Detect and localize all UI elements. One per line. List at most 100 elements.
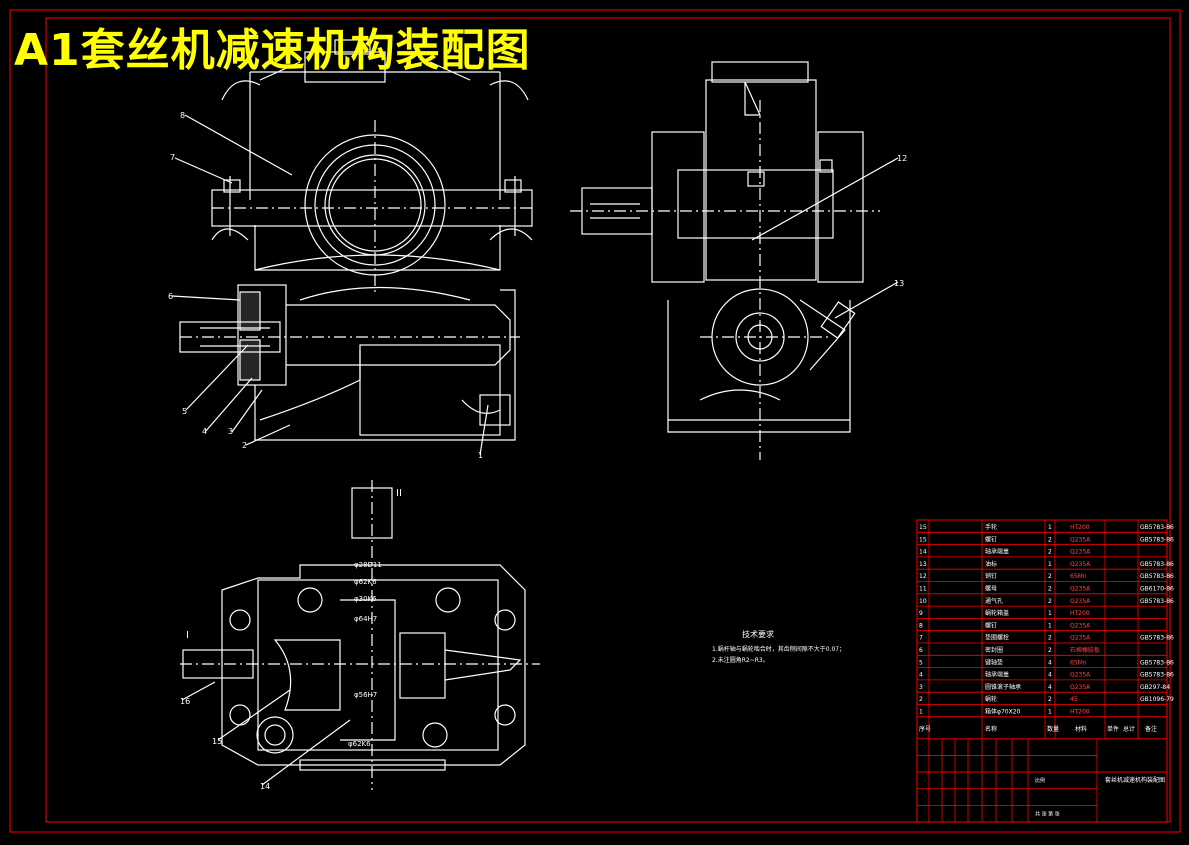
bom-cell: 12 bbox=[919, 573, 927, 580]
leader-number: 2 bbox=[242, 441, 247, 450]
bom-cell: Q235A bbox=[1070, 622, 1091, 629]
leader-number: 13 bbox=[894, 279, 904, 288]
leader-number: 15 bbox=[212, 737, 222, 746]
bom-cell: 15 bbox=[919, 524, 927, 531]
bom-cell: 通气孔 bbox=[985, 597, 1003, 605]
bom-cell: GB5783-86 bbox=[1140, 659, 1174, 666]
bom-cell: 2 bbox=[1048, 536, 1052, 543]
leader-number: 16 bbox=[180, 697, 190, 706]
drawing-title: A1套丝机减速机构装配图 bbox=[14, 25, 531, 76]
bom-cell: Q235A bbox=[1070, 561, 1091, 568]
outer-border bbox=[9, 9, 1181, 833]
bom-cell: GB5783-86 bbox=[1140, 573, 1174, 580]
bom-cell: 键轴垫 bbox=[985, 658, 1003, 666]
view-mark: I bbox=[186, 630, 189, 641]
bom-cell: 螺钉 bbox=[985, 535, 997, 543]
bom-cell: 2 bbox=[919, 696, 923, 703]
tech-req-heading: 技术要求 bbox=[742, 629, 774, 639]
bom-header-cell: 备注 bbox=[1145, 725, 1157, 733]
bom-header-cell: 总计 bbox=[1123, 725, 1135, 733]
sheet-label: 共 张 第 张 bbox=[1035, 810, 1060, 817]
bom-cell: GB5783-86 bbox=[1140, 536, 1174, 543]
bom-cell: Q235A bbox=[1070, 672, 1091, 679]
bom-cell: Q235A bbox=[1070, 635, 1091, 642]
bom-cell: 2 bbox=[1048, 635, 1052, 642]
leader-number: 1 bbox=[478, 451, 483, 460]
bom-cell: 销钉 bbox=[985, 572, 997, 580]
bom-cell: Q235A bbox=[1070, 684, 1091, 691]
bom-cell: 轴承端盖 bbox=[985, 548, 1009, 556]
bom-cell: 5 bbox=[919, 659, 923, 666]
leader-number: 14 bbox=[260, 782, 270, 791]
bom-cell: 螺母 bbox=[985, 585, 997, 593]
bom-cell: 1 bbox=[1048, 561, 1052, 568]
bom-cell: 轴承端盖 bbox=[985, 671, 1009, 679]
bom-cell: 2 bbox=[1048, 598, 1052, 605]
bom-cell: Q235A bbox=[1070, 598, 1091, 605]
bom-cell: Q235A bbox=[1070, 586, 1091, 593]
bom-header-cell: 序号 bbox=[919, 725, 931, 733]
dimension-label: φ30K6 bbox=[354, 595, 377, 603]
bom-cell: GB5783-86 bbox=[1140, 524, 1174, 531]
scale-label: 比例 bbox=[1035, 777, 1045, 784]
bom-cell: 密封圈 bbox=[985, 646, 1003, 654]
bom-cell: GB5783-86 bbox=[1140, 672, 1174, 679]
dimension-label: φ64H7 bbox=[354, 615, 377, 623]
bom-cell: 4 bbox=[1048, 672, 1052, 679]
bom-cell: GB297-84 bbox=[1140, 684, 1170, 691]
leader-number: 7 bbox=[170, 153, 175, 162]
bom-cell: 圆锥滚子轴承 bbox=[985, 683, 1021, 691]
bom-cell: GB5783-86 bbox=[1140, 598, 1174, 605]
bom-header-cell: 数量 bbox=[1047, 725, 1059, 733]
leader-number: 4 bbox=[202, 427, 207, 436]
bom-cell: HT200 bbox=[1070, 709, 1090, 716]
bom-cell: 石棉橡胶板 bbox=[1070, 646, 1100, 654]
inner-border bbox=[45, 17, 1171, 823]
bom-cell: HT200 bbox=[1070, 610, 1090, 617]
bom-header-cell: 名称 bbox=[985, 725, 997, 733]
bom-cell: 65Mn bbox=[1070, 659, 1087, 666]
bom-cell: GB5783-86 bbox=[1140, 635, 1174, 642]
bom-cell: 2 bbox=[1048, 549, 1052, 556]
bom-cell: 垫圈螺栓 bbox=[985, 634, 1009, 642]
bom-cell: 9 bbox=[919, 610, 923, 617]
bom-cell: 箱体φ70X20 bbox=[985, 708, 1021, 716]
side-view bbox=[570, 61, 880, 460]
bom-cell: 15 bbox=[919, 536, 927, 543]
bom-cell: 10 bbox=[919, 598, 927, 605]
bom-cell: 45 bbox=[1070, 696, 1078, 703]
bom-cell: 14 bbox=[919, 549, 927, 556]
bom-cell: 3 bbox=[919, 684, 923, 691]
bom-cell: 4 bbox=[1048, 659, 1052, 666]
bom-header-cell: 材料 bbox=[1075, 725, 1087, 733]
bom-cell: 13 bbox=[919, 561, 927, 568]
bom-cell: 1 bbox=[1048, 524, 1052, 531]
top-view bbox=[180, 480, 540, 790]
leader-number: 6 bbox=[168, 292, 173, 301]
bom-cell: Q235A bbox=[1070, 549, 1091, 556]
drawing-name: 套丝机减速机构装配图 bbox=[1105, 776, 1165, 784]
bom-header-cell: 单件 bbox=[1107, 725, 1119, 733]
bom-cell: 1 bbox=[1048, 610, 1052, 617]
bom-cell: 7 bbox=[919, 635, 923, 642]
tech-req-line1: 1.蜗杆轴与蜗轮啮合时，其齿侧间隙不大于0.07； bbox=[712, 645, 845, 653]
bom-cell: 2 bbox=[1048, 696, 1052, 703]
leader-number: 5 bbox=[182, 407, 187, 416]
bom-cell: 8 bbox=[919, 622, 923, 629]
bom-cell: GB5783-86 bbox=[1140, 561, 1174, 568]
bom-cell: 4 bbox=[1048, 684, 1052, 691]
bom-cell: 1 bbox=[1048, 622, 1052, 629]
dimension-label: φ28D11 bbox=[354, 561, 382, 569]
bom-cell: GB6170-86 bbox=[1140, 586, 1174, 593]
bom-cell: HT200 bbox=[1070, 524, 1090, 531]
bom-cell: GB1096-79 bbox=[1140, 696, 1174, 703]
bom-cell: 2 bbox=[1048, 647, 1052, 654]
bom-cell: 油标 bbox=[985, 560, 997, 568]
view-mark: II bbox=[396, 488, 402, 499]
bom-cell: 蜗轮箱盖 bbox=[985, 609, 1009, 617]
dimension-label: φ62K6 bbox=[354, 578, 377, 586]
bom-cell: Q235A bbox=[1070, 536, 1091, 543]
bom-cell: 1 bbox=[1048, 709, 1052, 716]
